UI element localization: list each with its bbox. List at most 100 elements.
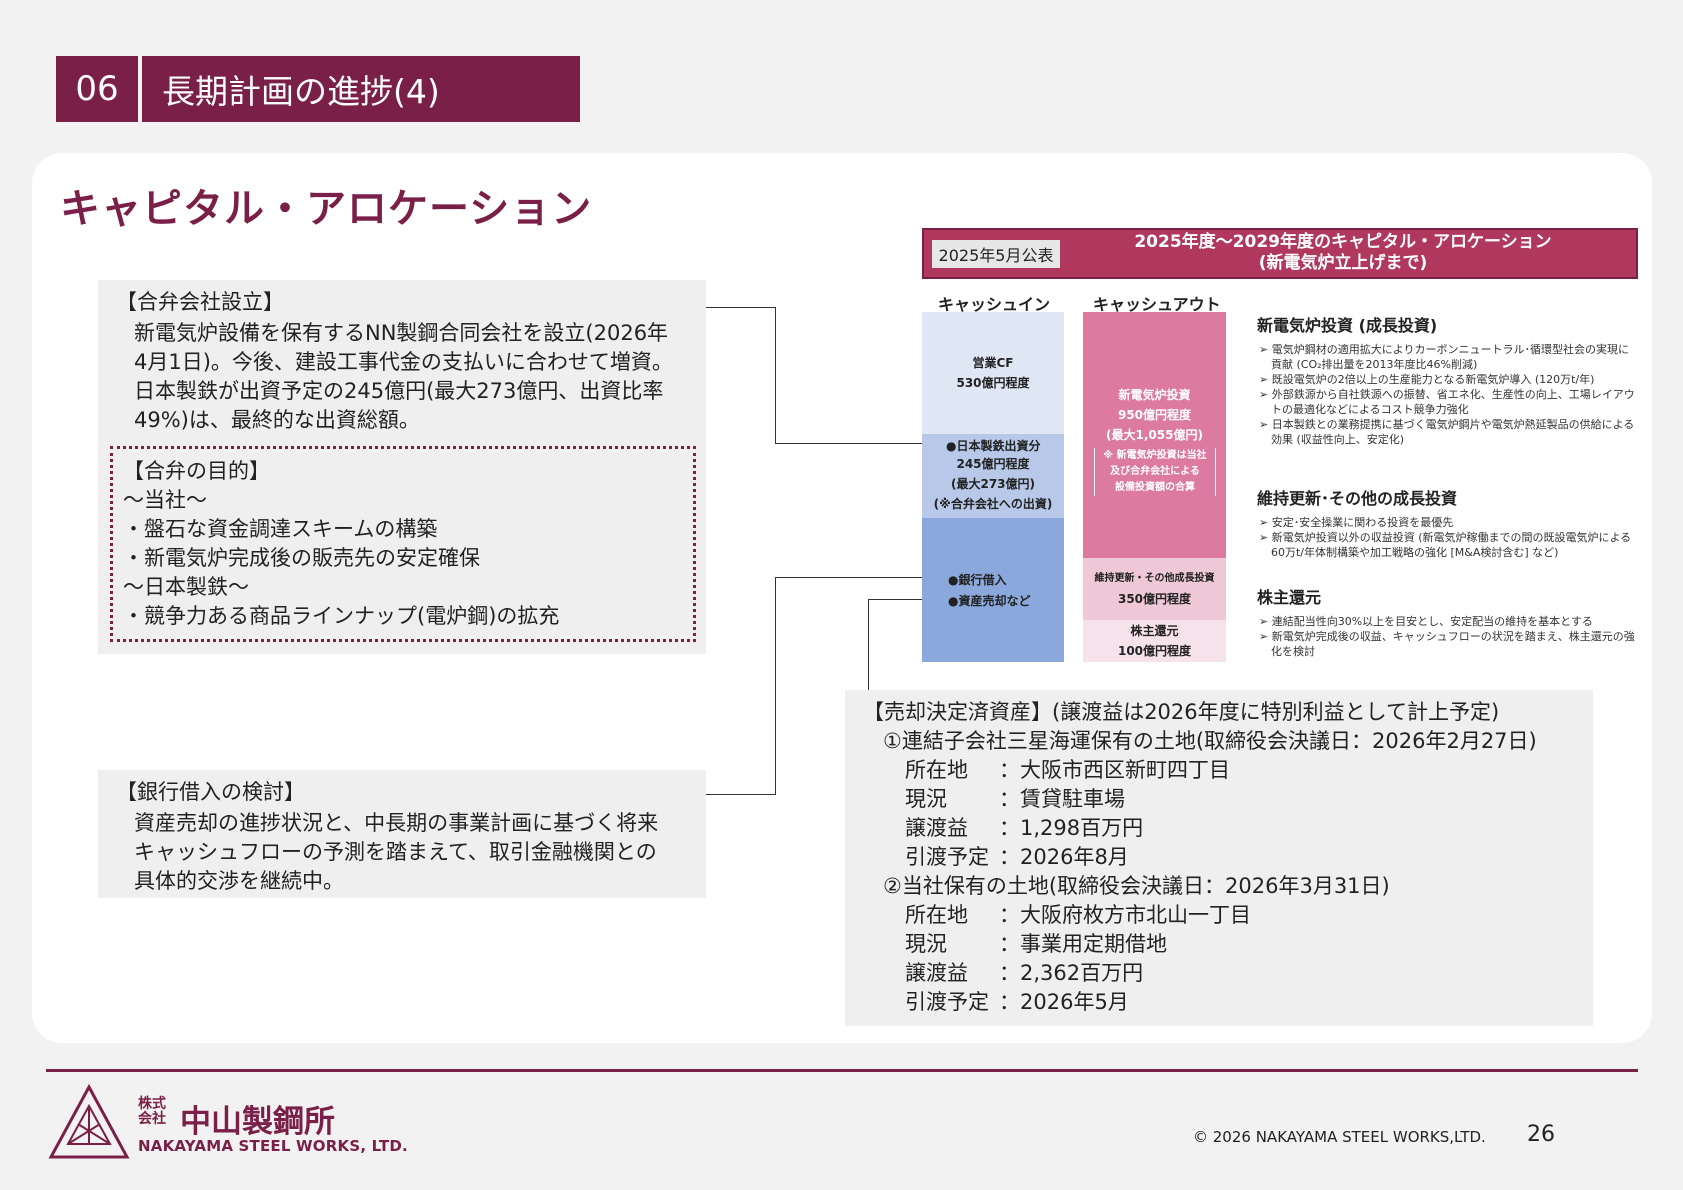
- asset-key: 現況: [905, 932, 947, 956]
- asset-key: 所在地: [905, 903, 968, 927]
- asset-box: 【売却決定済資産】(譲渡益は2026年度に特別利益として計上予定) ①連結子会社…: [845, 690, 1593, 1026]
- desc-item: ➢ 外部鉄源から自社鉄源への振替、省エネ化、生産性の向上、工場レイアウトの最適化…: [1259, 388, 1635, 416]
- asset-row: 現況：事業用定期借地: [863, 930, 1577, 959]
- copyright: © 2026 NAKAYAMA STEEL WORKS,LTD.: [1193, 1128, 1486, 1146]
- connector-line: [775, 443, 950, 444]
- seg-value: 950億円程度: [1117, 408, 1192, 422]
- bank-line: 資産売却の進捗状況と、中長期の事業計画に基づく将来: [134, 811, 659, 835]
- desc-shareholder: 株主還元 ➢ 連結配当性向30%以上を目安とし、安定配当の維持を基本とする ➢ …: [1257, 584, 1637, 659]
- logo-kabushiki: 株式会社: [138, 1096, 166, 1127]
- asset-row: 引渡予定：2026年5月: [863, 988, 1577, 1017]
- asset-key: 所在地: [905, 758, 968, 782]
- note-line: 及び合弁会社による: [1110, 466, 1200, 477]
- bank-heading: 【銀行借入の検討】: [116, 780, 305, 804]
- cash-in-nippon-steel-text: 245億円程度 (最大273億円) (※合弁会社への出資): [922, 454, 1064, 514]
- seg-note: (※合弁会社への出資): [933, 497, 1053, 511]
- jv-line: 新電気炉設備を保有するNN製鋼合同会社を設立(2026年: [134, 321, 669, 345]
- purpose-line: ・競争力ある商品ラインナップ(電炉鋼)の拡充: [123, 604, 560, 628]
- connector-line: [706, 794, 776, 795]
- seg-value: 100億円程度: [1117, 644, 1192, 658]
- seg-label: ●資産売却など: [948, 594, 1031, 608]
- cash-out-shareholder-return: 株主還元 100億円程度: [1083, 620, 1226, 662]
- note-line: 設備投資額の合算: [1115, 482, 1195, 493]
- logo-english: NAKAYAMA STEEL WORKS, LTD.: [138, 1137, 408, 1155]
- asset-value: ：大阪市西区新町四丁目: [999, 758, 1230, 782]
- seg-label: 株主還元: [1130, 624, 1179, 638]
- note-line: ※ 新電気炉投資は当社: [1103, 450, 1207, 461]
- purpose-line: ・新電気炉完成後の販売先の安定確保: [123, 546, 480, 570]
- seg-label: ●銀行借入: [948, 573, 1007, 587]
- asset-value: ：2,362百万円: [999, 961, 1144, 985]
- seg-value: 245億円程度: [956, 457, 1030, 471]
- connector-line: [706, 307, 776, 308]
- bank-box: 【銀行借入の検討】 資産売却の進捗状況と、中長期の事業計画に基づく将来 キャッシ…: [98, 770, 706, 898]
- cash-out-header: キャッシュアウト: [1093, 295, 1221, 314]
- desc-heading: 新電気炉投資 (成長投資): [1257, 316, 1438, 335]
- purpose-box: 【合弁の目的】 ～当社～ ・盤石な資金調達スキームの構築 ・新電気炉完成後の販売…: [110, 446, 696, 642]
- section-number: 06: [56, 56, 138, 122]
- asset-row: 所在地 ：大阪市西区新町四丁目: [863, 756, 1577, 785]
- desc-growth: 新電気炉投資 (成長投資) ➢ 電気炉鋼材の適用拡大によりカーボンニュートラル･…: [1257, 312, 1637, 447]
- desc-list: ➢ 連結配当性向30%以上を目安とし、安定配当の維持を基本とする ➢ 新電気炉完…: [1257, 614, 1637, 659]
- seg-label: 営業CF: [972, 356, 1014, 370]
- asset-value: ：1,298百万円: [999, 816, 1144, 840]
- asset-row: 現況 ：賃貸駐車場: [863, 785, 1577, 814]
- announce-tag: 2025年5月公表: [932, 240, 1060, 268]
- asset-key: 引渡予定: [905, 845, 989, 869]
- asset-row: 譲渡益 ：2,362百万円: [863, 959, 1577, 988]
- desc-heading: 株主還元: [1257, 588, 1322, 607]
- asset-key: 譲渡益: [905, 961, 968, 985]
- jv-heading: 【合弁会社設立】: [116, 290, 284, 314]
- desc-list: ➢ 安定･安全操業に関わる投資を最優先 ➢ 新電気炉投資以外の収益投資 (新電気…: [1257, 515, 1637, 560]
- jv-line: 4月1日)。今後、建設工事代金の支払いに合わせて増資。: [134, 350, 673, 374]
- seg-value: (最大1,055億円): [1106, 428, 1203, 442]
- asset-key: 譲渡益: [905, 816, 968, 840]
- desc-heading: 維持更新･その他の成長投資: [1257, 489, 1458, 508]
- connector-line: [775, 307, 776, 444]
- cash-in-bank-and-sale: [922, 518, 1064, 662]
- cash-in-nippon-steel: [922, 434, 1064, 518]
- bank-body: 資産売却の進捗状況と、中長期の事業計画に基づく将来 キャッシュフローの予測を踏ま…: [116, 809, 690, 896]
- bank-line: 具体的交渉を継続中。: [134, 869, 344, 893]
- connector-line: [775, 577, 950, 578]
- desc-item: ➢ 既設電気炉の2倍以上の生産能力となる新電気炉導入 (120万t/年): [1259, 373, 1595, 386]
- desc-maintenance: 維持更新･その他の成長投資 ➢ 安定･安全操業に関わる投資を最優先 ➢ 新電気炉…: [1257, 485, 1637, 560]
- connector-line: [868, 599, 869, 691]
- asset-value: ：賃貸駐車場: [999, 787, 1125, 811]
- jv-body: 新電気炉設備を保有するNN製鋼合同会社を設立(2026年 4月1日)。今後、建設…: [116, 319, 690, 435]
- desc-item: ➢ 新電気炉完成後の収益、キャッシュフローの状況を踏まえ、株主還元の強化を検討: [1259, 630, 1635, 658]
- footer-divider: [46, 1069, 1638, 1072]
- asset-item-title: ①連結子会社三星海運保有の土地(取締役会決議日：2026年2月27日): [883, 729, 1537, 753]
- seg-label: 新電気炉投資: [1118, 388, 1191, 402]
- company-logo-icon: [48, 1084, 130, 1159]
- asset-row: 所在地 ：大阪府枚方市北山一丁目: [863, 901, 1577, 930]
- purpose-heading: 【合弁の目的】: [123, 459, 270, 483]
- desc-item: ➢ 日本製鉄との業務提携に基づく電気炉鋼片や電気炉熱延製品の供給による効果 (収…: [1259, 418, 1635, 446]
- connector-line: [868, 599, 950, 600]
- cash-in-header: キャッシュイン: [938, 295, 1051, 314]
- asset-key: 現況: [905, 787, 947, 811]
- seg-value: 530億円程度: [956, 376, 1030, 390]
- asset-value: ：大阪府枚方市北山一丁目: [999, 903, 1251, 927]
- purpose-line: ～当社～: [123, 488, 207, 512]
- seg-value: (最大273億円): [950, 477, 1036, 491]
- logo-name: 中山製鋼所: [180, 1104, 335, 1140]
- desc-item: ➢ 新電気炉投資以外の収益投資 (新電気炉稼働までの間の既設電気炉による60万t…: [1259, 531, 1632, 559]
- cash-out-new-eaf: 新電気炉投資 950億円程度 (最大1,055億円): [1083, 312, 1226, 558]
- jv-box: 【合弁会社設立】 新電気炉設備を保有するNN製鋼合同会社を設立(2026年 4月…: [98, 280, 706, 654]
- page-title: 長期計画の進捗(4): [142, 56, 580, 122]
- purpose-line: ・盤石な資金調達スキームの構築: [123, 517, 438, 541]
- asset-row: 引渡予定：2026年8月: [863, 843, 1577, 872]
- chart-title: 2025年度～2029年度のキャピタル・アロケーション (新電気炉立上げまで): [1060, 232, 1626, 274]
- chart-title-line: 2025年度～2029年度のキャピタル・アロケーション: [1134, 232, 1552, 252]
- asset-item-title: ②当社保有の土地(取締役会決議日：2026年3月31日): [883, 874, 1390, 898]
- asset-row: 譲渡益 ：1,298百万円: [863, 814, 1577, 843]
- desc-item: ➢ 電気炉鋼材の適用拡大によりカーボンニュートラル･循環型社会の実現に貢献 (C…: [1259, 343, 1629, 371]
- asset-value: ：2026年5月: [999, 990, 1129, 1014]
- section-title: キャピタル・アロケーション: [60, 186, 593, 232]
- seg-label: ●日本製鉄出資分: [946, 439, 1041, 453]
- desc-item: ➢ 安定･安全操業に関わる投資を最優先: [1259, 516, 1454, 529]
- cash-out-note: ※ 新電気炉投資は当社 及び合弁会社による 設備投資額の合算: [1094, 448, 1216, 496]
- desc-list: ➢ 電気炉鋼材の適用拡大によりカーボンニュートラル･循環型社会の実現に貢献 (C…: [1257, 342, 1637, 447]
- page-number: 26: [1527, 1122, 1555, 1147]
